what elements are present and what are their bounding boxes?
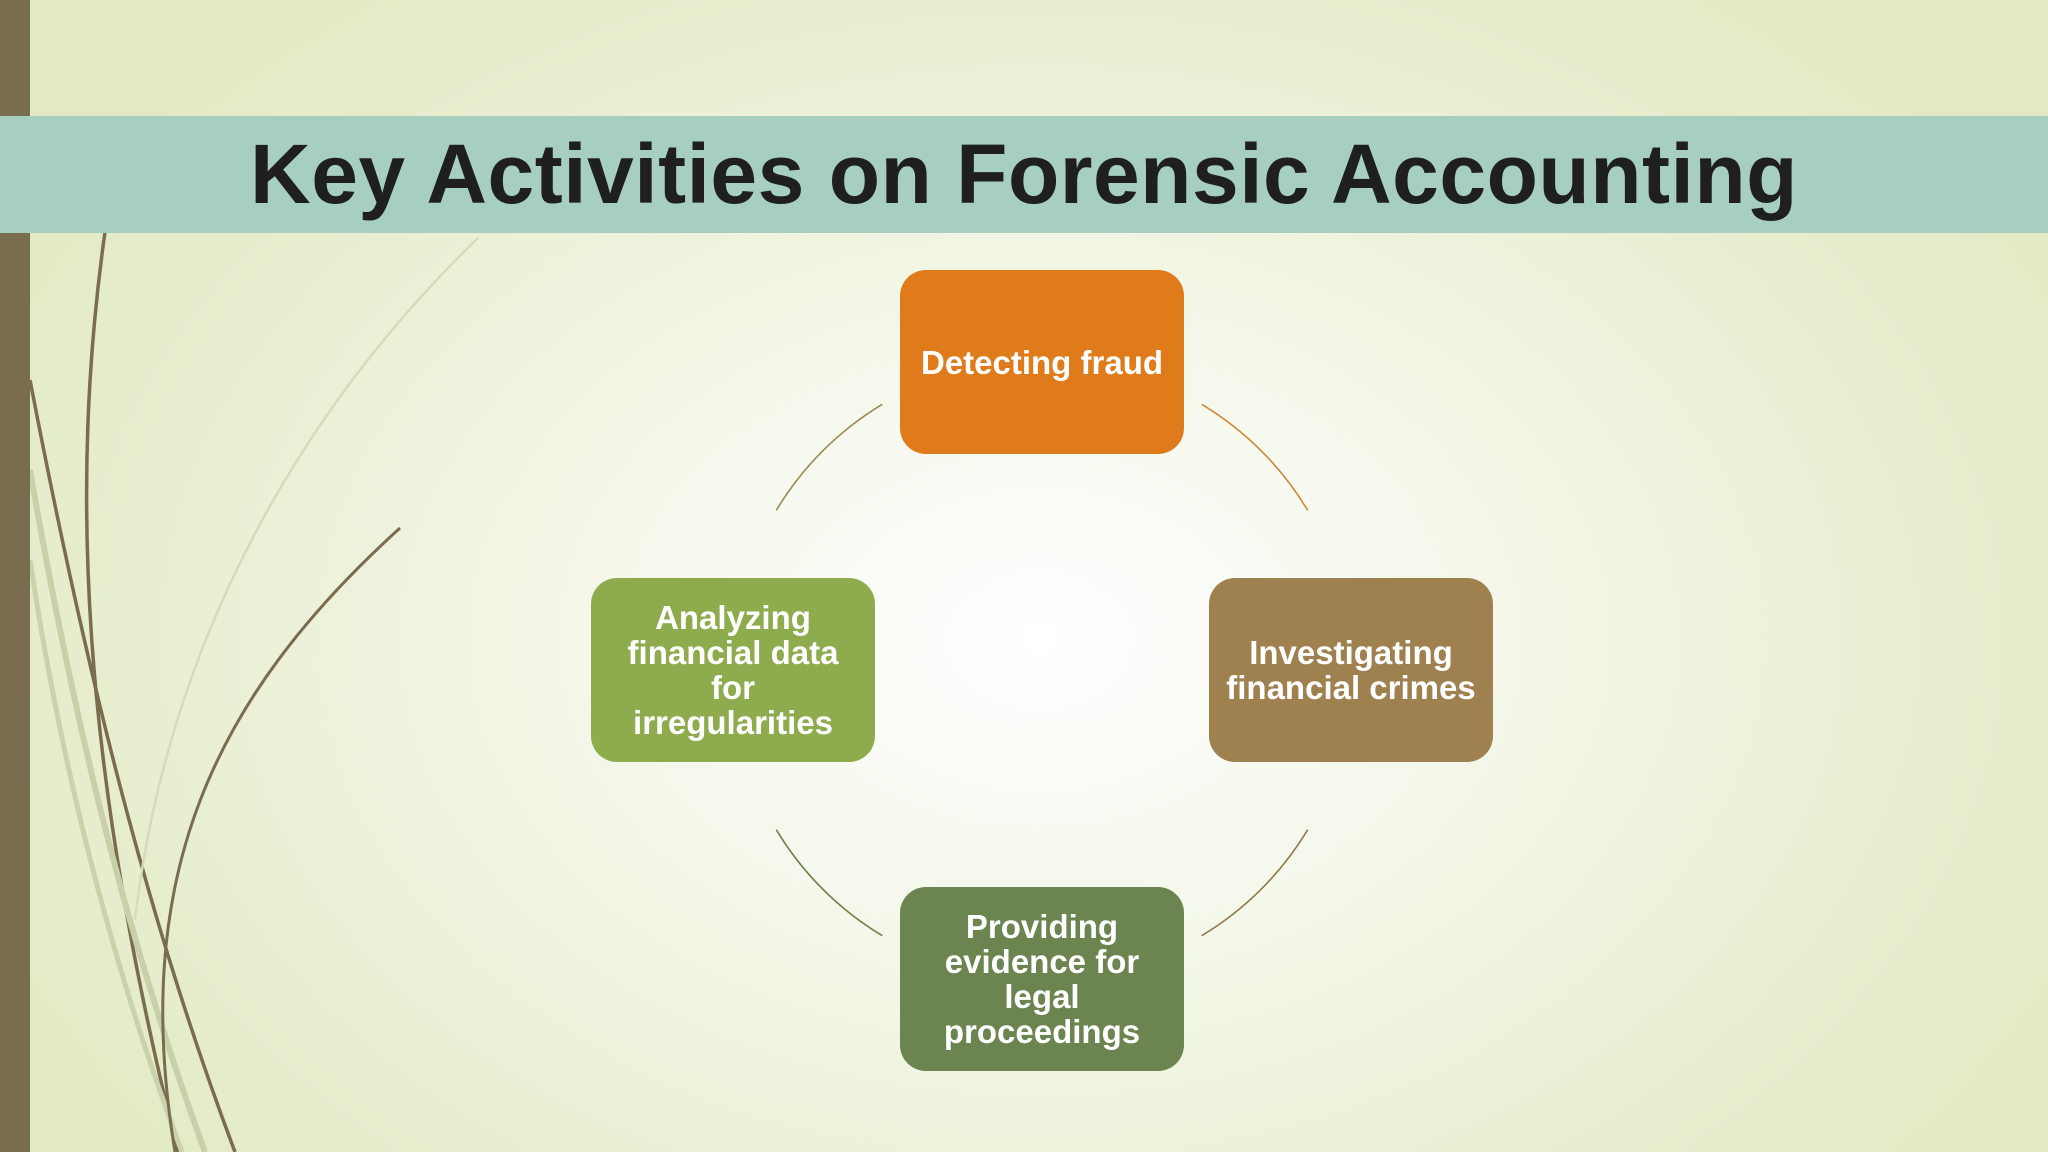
arc-top-right	[1201, 403, 1309, 511]
slide-title: Key Activities on Forensic Accounting	[250, 127, 1798, 221]
arc-right-bottom	[1201, 829, 1309, 937]
cycle-node-analyzing-financial-data: Analyzing financial data for irregularit…	[591, 578, 875, 762]
cycle-node-providing-evidence: Providing evidence for legal proceedings	[900, 887, 1184, 1071]
node-label: Providing evidence for legal proceedings	[943, 908, 1141, 1050]
node-label: Analyzing financial data for irregularit…	[627, 599, 839, 741]
cycle-node-investigating-financial-crimes: Investigating financial crimes	[1209, 578, 1493, 762]
title-band: Key Activities on Forensic Accounting	[0, 116, 2048, 233]
node-label: Detecting fraud	[920, 343, 1164, 381]
node-label: Investigating financial crimes	[1226, 634, 1476, 706]
cycle-node-detecting-fraud: Detecting fraud	[900, 270, 1184, 454]
arc-left-top	[775, 403, 883, 511]
arc-bottom-left	[775, 829, 883, 937]
